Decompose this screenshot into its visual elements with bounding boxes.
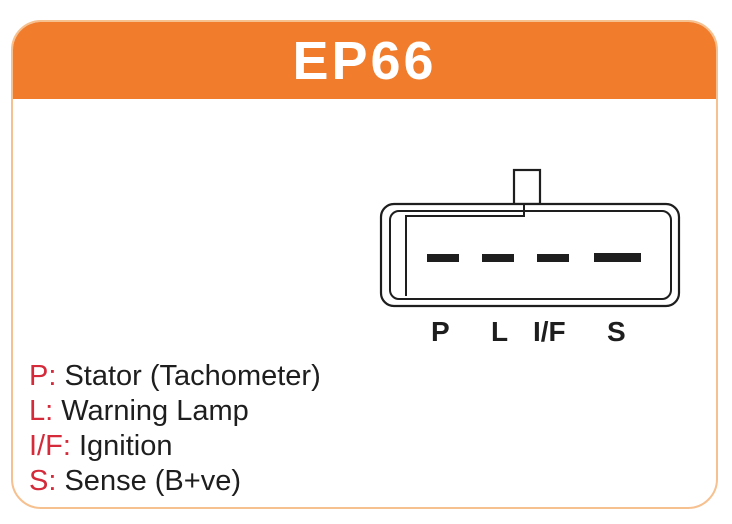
connector-housing-inner (389, 210, 672, 300)
legend-item: P: Stator (Tachometer) (29, 359, 321, 394)
legend-text: Ignition (78, 430, 173, 462)
legend-key: L: (29, 395, 54, 427)
connector-cavity-line (405, 204, 525, 296)
connector-key-tab (512, 168, 542, 206)
legend-text: Warning Lamp (61, 395, 249, 427)
legend-text: Sense (B+ve) (64, 465, 241, 497)
part-number-title: EP66 (292, 30, 437, 91)
connector-housing-outer (379, 202, 681, 308)
header-bar: EP66 (13, 22, 716, 99)
connector-diagram (379, 168, 681, 308)
legend-item: L: Warning Lamp (29, 394, 321, 429)
terminal-l (482, 254, 514, 262)
legend-key: P: (29, 360, 57, 392)
pin-label-l: L (491, 316, 509, 347)
legend-text: Stator (Tachometer) (64, 360, 321, 392)
legend-key: I/F: (29, 430, 71, 462)
pin-label-p: P (431, 316, 450, 347)
pin-label-if: I/F (533, 316, 566, 347)
terminal-s (594, 253, 641, 262)
legend-item: I/F: Ignition (29, 429, 321, 464)
legend-key: S: (29, 465, 57, 497)
legend-item: S: Sense (B+ve) (29, 464, 321, 499)
connector-card: EP66 P L I/F S P: Stator (Tachometer) L:… (11, 20, 718, 509)
terminal-if (537, 254, 569, 262)
pin-label-s: S (607, 316, 626, 347)
pin-legend: P: Stator (Tachometer) L: Warning Lamp I… (29, 359, 321, 499)
terminal-p (427, 254, 459, 262)
